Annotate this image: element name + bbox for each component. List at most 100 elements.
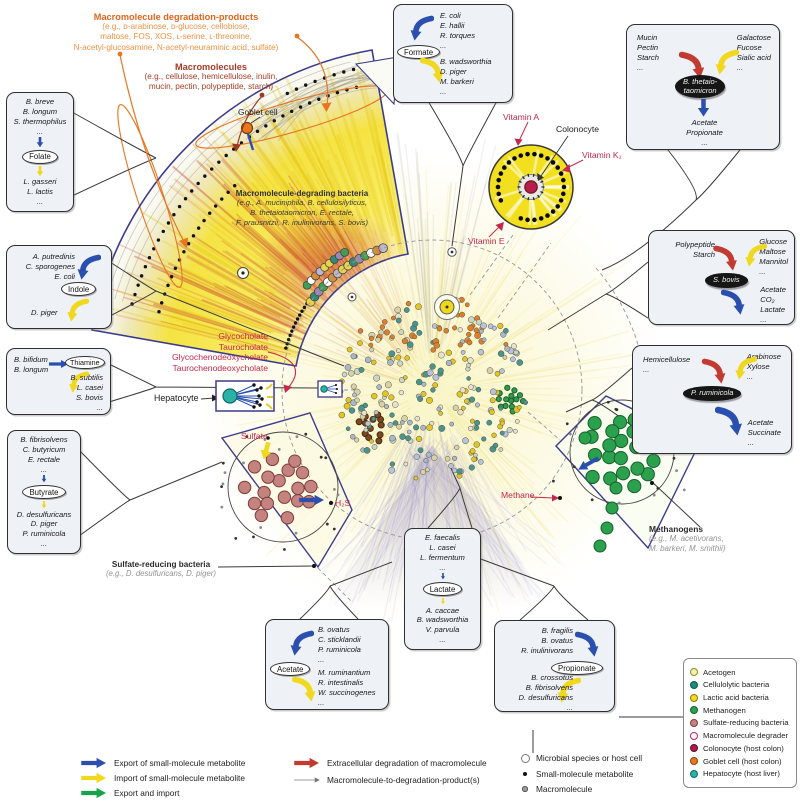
folate-consumers: L. gasseri L. lactis ... [23,177,57,207]
colonocyte-icon [488,144,574,230]
legend-export-import-arrow: Export and import [80,787,179,799]
export-arrow-icon [697,99,710,117]
methanogens-caption-title: Methanogens [649,524,703,534]
export-arrow-icon [80,757,108,769]
legend-node-metabolite: Small-molecule metabolite [520,769,633,779]
export-arrow-icon [408,15,434,41]
legend-export-arrow: Export of small-molecule metabolite [80,757,245,769]
thiamine-oval: Thiamine [65,356,105,369]
import-arrow-icon [292,676,318,702]
sbovis-products: Glucose Maltose Mannitol ... [759,237,788,276]
acetate-oval: Acetate [270,662,311,676]
label-pointer-arrows [117,33,584,502]
export-arrow-icon [75,254,101,280]
sbovis-box: Polypeptide Starch Glucose Maltose Manni… [648,230,795,325]
pruminicola-exports: Acetate Succinate ... [747,418,781,447]
btheta-box: Mucin Pectin Starch ... Galactose Fucose… [626,24,780,150]
export-import-arrow-icon [80,787,108,799]
sbovis-macromolecules: Polypeptide Starch [675,240,715,259]
export-arrow-icon [34,137,46,147]
formate-box: E. coli E. hallii R. torques ... Formate… [393,4,513,103]
degradation-arrow-icon [701,358,729,384]
hepatocyte-dot-icon [690,769,698,778]
import-arrow-icon [713,49,739,75]
cellulolytic-icon [690,680,698,689]
export-arrow-icon [715,406,745,436]
macromolecules-title: Macromolecules [175,62,247,72]
sbovis-exports: Acetate CO₂ Lactate ... [760,285,786,324]
pruminicola-products: Arabinose Xylose ... [746,352,781,381]
import-arrow-icon [743,243,767,267]
folate-producers: B. breve B. longum S. thermophilus ... [13,97,67,136]
export-arrow-icon [437,573,449,580]
legend-node-species: Microbial species or host cell [520,753,642,763]
lactate-oval: Lactate [422,582,463,596]
degrader-icon [690,731,698,740]
import-arrow-icon [38,501,50,509]
butyrate-box: B. fibrisolvens C. butyricum E. rectale … [7,430,81,554]
species-circle-icon [520,753,530,763]
legend-item-methanogen: Methanogen [690,704,790,717]
formate-oval: Formate [397,45,441,59]
butyrate-oval: Butyrate [22,485,66,499]
degradation-products-note: Macromolecule degradation-products (e.g.… [42,12,310,53]
lactate-box: E. faecalis L. casei L. fermentum ... La… [404,528,481,650]
lactate-consumers: A. caccae B. wadsworthia V. parvula ... [416,605,469,645]
srb-caption-title: Sulfate-reducing bacteria [111,560,211,569]
acetogen-icon [690,668,698,677]
acetate-box: B. ovatus C. sticklandii P. ruminicola .… [265,619,389,710]
sbovis-organism: S. bovis [705,273,748,288]
legend-item-acetogen: Acetogen [690,666,790,679]
btheta-products: Galactose Fucose Sialic acid ... [736,33,771,72]
sulfate-label: Sulfate [241,431,268,441]
propionate-consumers: B. crossotus B. fibrisolvens D. desulfur… [518,673,573,712]
legend-node-macromolecule: Macromolecule [520,784,592,794]
colonocyte-dot-icon [690,744,698,753]
thiamine-producers: B. bifidum B. longum [14,355,49,374]
macromolecules-body: (e.g., cellulose, hemicellulose, inulin,… [144,72,278,92]
import-arrow-icon [34,166,46,176]
h2s-label: H₂S [335,498,351,508]
pruminicola-box: Hemicellulose ... Arabinose Xylose ... P… [632,345,792,454]
butyrate-producers: B. fibrisolvens C. butyricum E. rectale … [20,435,68,474]
macromolecule-dot-icon [522,786,528,792]
propionate-box: B. fragilis B. ovatus R. inulinivorans .… [494,620,615,712]
lactate-producers: E. faecalis L. casei L. fermentum ... [420,533,465,572]
legend-item-degrader: Macromolecule degrader [690,729,790,742]
vitamin-e-label: Vitamin E [468,236,505,246]
methanogen-icon [690,706,698,715]
srb-icon [690,718,698,727]
lactic-acid-icon [690,693,698,702]
import-arrow-icon [80,772,108,784]
indole-oval: Indole [61,282,97,296]
export-arrow-icon [721,289,747,315]
macromolecule-product-arrow-icon [294,777,320,783]
acetate-producers: B. ovatus C. sticklandii P. ruminicola .… [318,625,361,664]
macromolecules-note: Macromolecules (e.g., cellulose, hemicel… [105,62,317,93]
methanogens-caption-body: (e.g., M. acetivorans, M. barkeri, M. sm… [649,534,726,554]
vitamin-k-label: Vitamin K₁ [582,150,622,160]
export-arrow-icon [38,475,50,483]
folate-oval: Folate [22,149,58,164]
degradation-products-title: Macromolecule degradation-products [93,12,259,22]
methane-label: Methane [501,490,535,500]
btheta-macromolecules: Mucin Pectin Starch ... [637,33,659,72]
hepatocyte-icon [215,380,275,412]
degradation-arrow-icon [713,245,740,271]
hepatocyte-label: Hepatocyte [154,393,199,403]
acetate-consumers: M. ruminantium R. intestinalis W. succin… [318,668,376,707]
pruminicola-organism: P. ruminicola [683,386,742,401]
legend-thin-arrow: Macromolecule-to-degradation-product(s) [293,774,480,786]
propionate-oval: Propionate [551,661,603,675]
degrading-bacteria-title: Macromolecule-degrading bacteria [235,189,369,198]
indole-consumers: D. piger [31,308,58,317]
import-arrow-icon [733,356,757,380]
import-arrow-icon [437,598,449,605]
degradation-arrow-icon [293,757,321,769]
legend-item-goblet: Goblet cell (host colon) [690,755,790,768]
propionate-producers: B. fragilis B. ovatus R. inulinivorans .… [521,626,573,665]
srb-caption-body: (e.g., D. desulfuricans, D. piger) [105,569,217,578]
cell-type-legend: Acetogen Cellulolytic bacteria Lactic ac… [683,658,797,788]
pruminicola-macromolecules: Hemicellulose ... [643,355,691,374]
formate-consumers: B. wadsworthia D. piger M. barkeri ... [440,57,492,96]
